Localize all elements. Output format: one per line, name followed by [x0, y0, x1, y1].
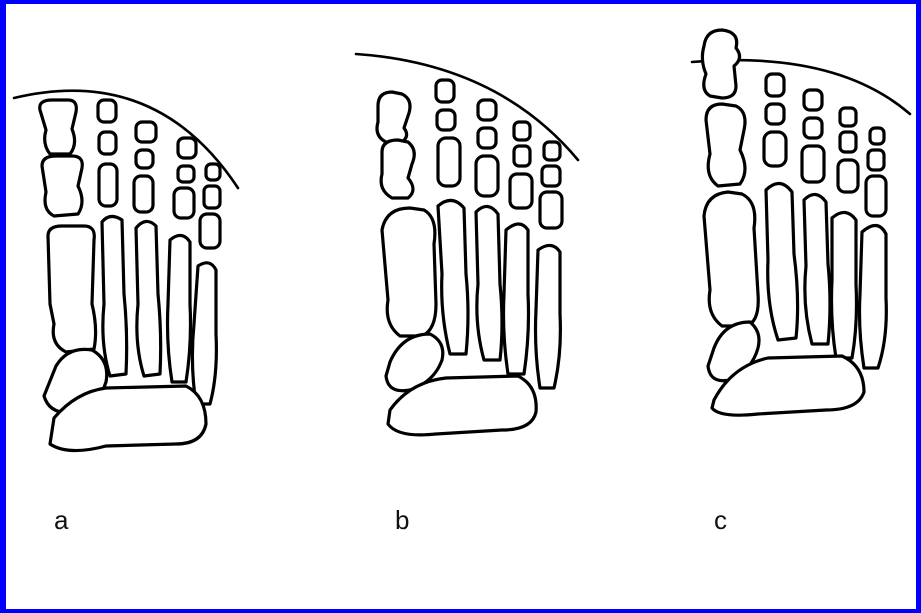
phalanx-a: [40, 100, 77, 154]
phalanx-c: [840, 108, 856, 126]
phalanx-c: [764, 132, 786, 166]
phalanx-c: [766, 74, 784, 96]
phalanx-a: [136, 150, 153, 168]
phalanx-b: [544, 142, 560, 160]
phalanx-b: [514, 122, 530, 140]
phalanx-a: [99, 132, 116, 154]
phalanx-b: [436, 80, 454, 102]
phalanx-a: [174, 188, 194, 218]
phalanx-a: [98, 100, 116, 122]
phalanx-a: [99, 164, 117, 206]
phalanx-c: [802, 146, 824, 182]
metatarsal-b: [536, 245, 561, 388]
phalanx-c: [804, 90, 822, 110]
phalanx-b: [478, 128, 496, 148]
foot-skeleton-diagram: a b c: [6, 4, 916, 609]
phalanx-a: [136, 122, 156, 142]
phalanx-c: [870, 128, 884, 144]
metatarsal-a: [168, 235, 191, 382]
phalanx-b: [514, 146, 530, 166]
phalanx-c: [840, 132, 856, 152]
phalanx-b: [438, 138, 460, 186]
phalanx-b: [540, 192, 562, 228]
metatarsal-a: [102, 216, 127, 376]
phalanx-c: [868, 150, 884, 170]
phalanx-a: [204, 186, 220, 208]
slide-canvas: a b c: [6, 4, 916, 609]
phalanx-a: [178, 166, 194, 182]
metatarsal-b: [504, 224, 529, 374]
phalanx-a: [206, 164, 220, 180]
metatarsal-a: [192, 263, 216, 404]
phalanx-c: [804, 118, 822, 138]
panel-label-a: a: [54, 505, 69, 535]
metatarsal-c: [832, 212, 857, 358]
metatarsal-b: [438, 200, 468, 354]
phalanx-c: [766, 104, 784, 124]
phalanx-c: [706, 104, 745, 186]
phalanx-a: [42, 156, 82, 216]
phalanx-c: [838, 160, 858, 192]
phalanx-a: [134, 176, 153, 212]
metatarsal-c: [704, 192, 758, 326]
phalanx-c: [866, 176, 886, 216]
metatarsal-c: [860, 225, 887, 368]
foot-panel-c: [692, 30, 910, 415]
foot-panel-b: [356, 54, 578, 435]
panel-label-b: b: [395, 505, 409, 535]
metatarsal-a: [48, 226, 96, 352]
phalanx-a: [200, 214, 220, 248]
phalanx-b: [437, 110, 455, 130]
phalanx-b: [476, 156, 498, 196]
metatarsal-c: [804, 194, 830, 344]
phalanx-a: [178, 138, 196, 158]
phalanx-c: [702, 30, 739, 98]
foot-panel-a: [14, 91, 238, 451]
metatarsal-a: [136, 221, 161, 376]
phalanx-b: [381, 140, 414, 198]
panel-label-c: c: [714, 505, 727, 535]
metatarsal-b: [382, 208, 436, 336]
metatarsal-b: [476, 206, 502, 360]
phalanx-b: [377, 92, 410, 142]
phalanx-b: [542, 166, 560, 186]
metatarsal-c: [766, 183, 798, 340]
phalanx-b: [510, 174, 532, 208]
phalanx-b: [478, 100, 496, 120]
